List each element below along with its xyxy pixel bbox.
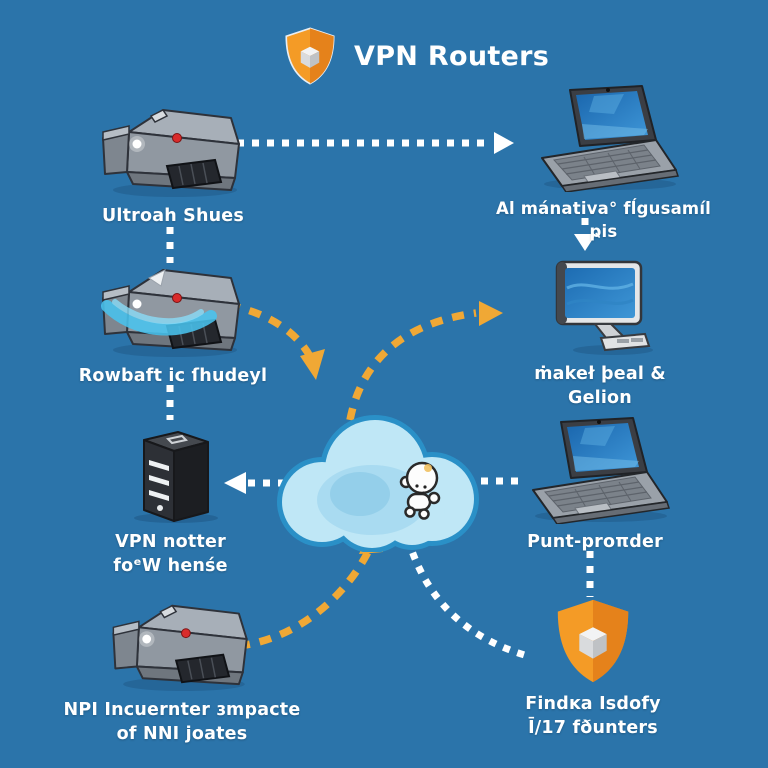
node-server-left: VPN notter foᵉW henśe xyxy=(88,424,253,578)
node-label-line2: Ī/17 fðunters xyxy=(528,718,658,739)
laptop-icon xyxy=(540,85,679,193)
shield-cube-icon xyxy=(557,599,629,683)
node-router-bottom-left: NPI Incuernter ɜmpacte of NNI joates xyxy=(62,592,302,746)
router-icon xyxy=(112,604,248,692)
node-cloud-center xyxy=(272,402,482,556)
server-tower-icon xyxy=(133,431,218,523)
header: VPN Routers xyxy=(281,24,549,88)
arrowhead-yellow-right-icon xyxy=(479,301,503,326)
laptop-icon xyxy=(532,417,670,525)
node-laptop-top-right: Al mánativa° fĺgusamíl ҏis xyxy=(486,84,721,244)
node-monitor-middle-right: ṁakeł þeal & Gelion xyxy=(505,258,695,410)
node-label: ṁakeł þeal & xyxy=(534,364,666,384)
node-router-top-left: Ultroah Shues xyxy=(68,96,278,228)
desktop-monitor-icon xyxy=(555,260,653,355)
node-label: Punt-proπder xyxy=(527,532,663,552)
node-router-middle-left: Rowbaft ic ſhudeyl xyxy=(68,254,278,388)
arrowhead-yellow-down-icon xyxy=(300,349,325,380)
node-label: VPN notter xyxy=(115,532,226,552)
node-label-line2: Gelion xyxy=(568,388,632,409)
shield-cube-icon xyxy=(285,27,335,85)
node-laptop-right: Punt-proπder xyxy=(495,416,695,554)
node-label-line2: of NNI joates xyxy=(116,724,248,745)
page-title: VPN Routers xyxy=(354,40,550,72)
cloud-character xyxy=(399,461,441,520)
router-icon xyxy=(102,109,240,197)
node-label: Al mánativa° fĺgusamíl ҏis xyxy=(495,199,712,241)
node-label: Rowbaft ic ſhudeyl xyxy=(78,366,268,386)
node-label: Ultroah Shues xyxy=(102,206,244,226)
cloud-character-icon xyxy=(277,415,479,553)
node-shield-bottom-right: Findĸa Isdofy Ī/17 fðunters xyxy=(498,596,688,740)
node-label-line2: foᵉW henśe xyxy=(113,556,228,577)
node-label: Findĸa Isdofy xyxy=(525,694,661,714)
router-wave-icon xyxy=(101,269,240,357)
node-label: NPI Incuernter ɜmpacte xyxy=(63,700,301,720)
